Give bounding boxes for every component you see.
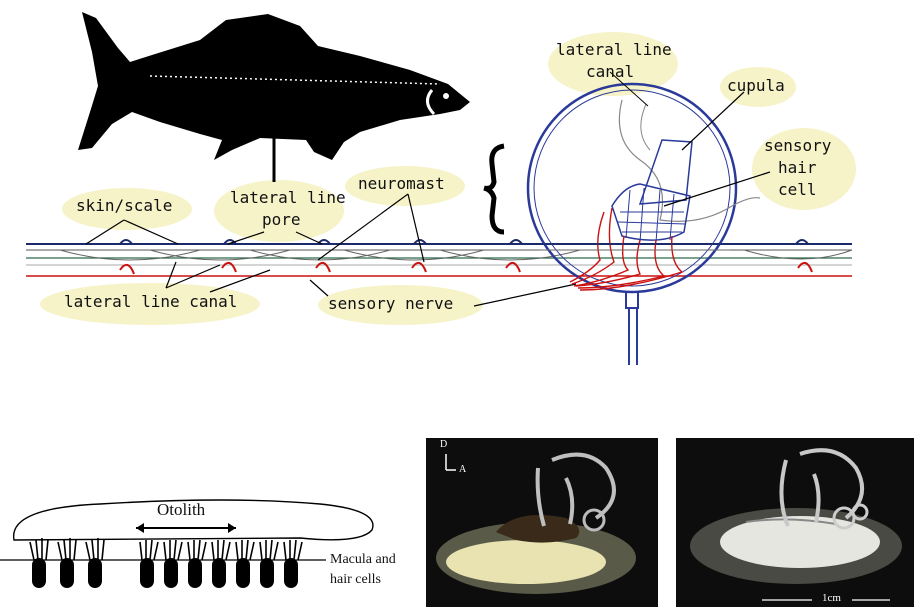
scale-bar-label: 1cm <box>822 592 841 604</box>
stereocilia <box>30 538 302 560</box>
lateral-line-diagram: skin/scale lateral line pore neuromast l… <box>0 0 914 370</box>
inner-ear-photo-right: 1cm <box>676 438 914 607</box>
brace-symbol <box>484 146 504 232</box>
pointer-lines <box>664 172 770 206</box>
label-lateral-line-canal-bottom: lateral line canal <box>64 292 237 311</box>
label-macula-hair-cells: hair cells <box>330 572 381 588</box>
label-sensory-nerve: sensory nerve <box>328 294 453 313</box>
label-sensory-hair-cell: cell <box>778 180 817 199</box>
orientation-dorsal-label: D <box>440 439 447 450</box>
hair-cells <box>32 558 298 588</box>
label-lateral-line-pore: pore <box>262 210 301 229</box>
label-skin-scale: skin/scale <box>76 196 172 215</box>
otolith-diagram: Otolith Macula and hair cells <box>0 480 430 607</box>
skin-and-canal-lines <box>26 240 852 276</box>
label-lateral-line-pore: lateral line <box>230 188 346 207</box>
label-otolith: Otolith <box>157 500 205 520</box>
label-neuromast: neuromast <box>358 174 445 193</box>
label-lateral-line-canal-top: lateral line <box>556 40 672 59</box>
label-macula-hair-cells: Macula and <box>330 552 396 568</box>
label-lateral-line-canal-top: canal <box>586 62 634 81</box>
magnifier-inset <box>528 84 760 365</box>
fish-silhouette <box>78 12 470 182</box>
label-sensory-hair-cell: sensory <box>764 136 831 155</box>
pointer-lines <box>682 92 744 150</box>
lateral-line-artwork <box>0 0 914 370</box>
label-sensory-hair-cell: hair <box>778 158 817 177</box>
orientation-anterior-label: A <box>459 464 466 475</box>
inner-ear-photo-left: D A <box>426 438 658 607</box>
label-cupula: cupula <box>727 76 785 95</box>
inner-ear-specimen <box>676 438 914 607</box>
